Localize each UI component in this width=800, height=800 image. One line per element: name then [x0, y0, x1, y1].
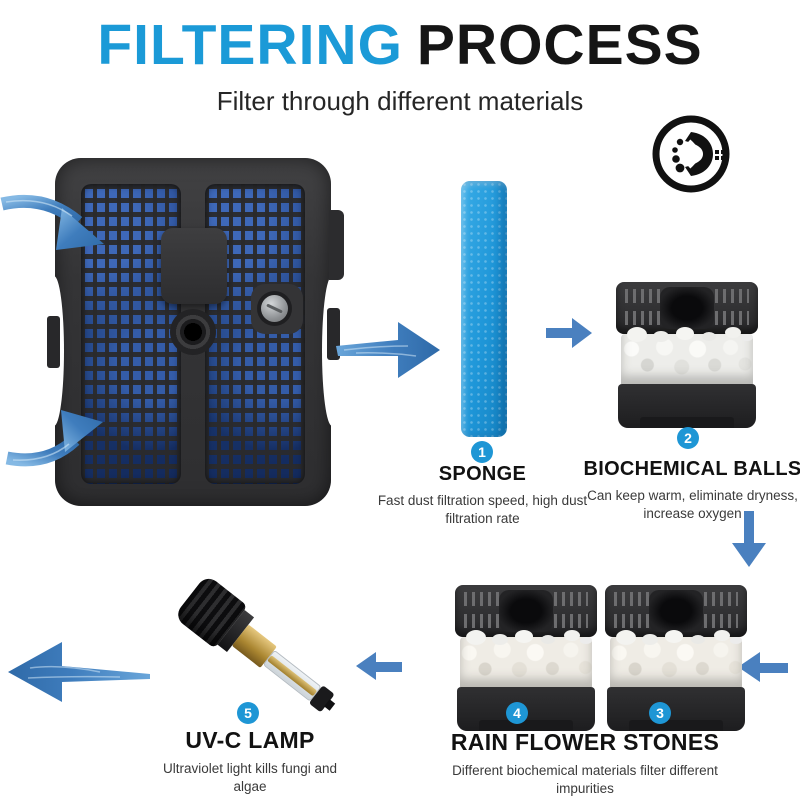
- lid-hinge: [660, 287, 714, 329]
- filter-box-left-clip: [47, 316, 60, 368]
- lid-slots: [546, 614, 588, 628]
- stones-media: [610, 630, 742, 687]
- uvc-label-block: UV-C LAMP Ultraviolet light kills fungi …: [160, 727, 340, 796]
- box-lid: [455, 585, 597, 637]
- sponge-title: SPONGE: [438, 463, 527, 485]
- rain-flower-stones-box-right: [605, 585, 747, 731]
- title-word-process: PROCESS: [416, 13, 703, 77]
- filter-knob-plate: [161, 228, 227, 304]
- step-badge-3: 3: [649, 702, 671, 724]
- sponge-description: Fast dust filtration speed, high dust fi…: [377, 493, 588, 526]
- lid-slots: [614, 614, 656, 628]
- water-arrow-to-sponge-icon: [336, 322, 440, 378]
- page-subtitle: Filter through different materials: [216, 86, 584, 116]
- lid-slots: [464, 614, 506, 628]
- lid-slots: [696, 614, 738, 628]
- stones-title: RAIN FLOWER STONES: [450, 729, 720, 755]
- box-base: [607, 687, 745, 731]
- stones-label-block: RAIN FLOWER STONES Different biochemical…: [440, 729, 730, 798]
- filter-inlet-port: [170, 309, 216, 355]
- uvc-description: Ultraviolet light kills fungi and algae: [162, 761, 338, 794]
- water-arrow-inlet-bottom-icon: [5, 410, 103, 467]
- stones-media: [460, 630, 592, 687]
- filter-box-device: [44, 158, 344, 506]
- biochemical-balls-box: [616, 282, 758, 428]
- filter-box-side-tab: [329, 210, 344, 280]
- lid-slots: [614, 592, 656, 606]
- lid-hinge: [499, 590, 553, 632]
- brand-sound-logo-icon: [652, 115, 730, 193]
- bio-balls-media: [621, 327, 753, 384]
- stones-description: Different biochemical materials filter d…: [452, 763, 718, 796]
- lid-slots: [696, 592, 738, 606]
- box-base: [618, 384, 756, 428]
- water-arrow-inlet-top-icon: [0, 194, 104, 250]
- lamp-glass-tube: [263, 649, 323, 702]
- sponge-media: [461, 181, 507, 437]
- lid-hinge: [649, 590, 703, 632]
- lid-slots: [625, 311, 667, 325]
- biochemical-description: Can keep warm, eliminate dryness, increa…: [587, 488, 798, 521]
- biochemical-label-block: BIOCHEMICAL BALLS Can keep warm, elimina…: [580, 458, 800, 523]
- box-lid: [605, 585, 747, 637]
- step-badge-2: 2: [677, 427, 699, 449]
- lid-slots: [625, 289, 667, 303]
- water-arrow-outlet-icon: [8, 642, 150, 702]
- uvc-lamp: [173, 574, 348, 713]
- filter-screw: [261, 295, 288, 322]
- lid-slots: [707, 289, 749, 303]
- uvc-title: UV-C LAMP: [185, 727, 315, 753]
- flow-arrow-left-into-stones-icon: [738, 652, 788, 682]
- lid-slots: [707, 311, 749, 325]
- lid-slots: [546, 592, 588, 606]
- step-badge-4: 4: [506, 702, 528, 724]
- uvc-lamp-assembly: [173, 574, 344, 724]
- rain-flower-stones-box-left: [455, 585, 597, 731]
- box-lid: [616, 282, 758, 334]
- title-word-filtering: FILTERING: [97, 13, 403, 77]
- step-badge-5: 5: [237, 702, 259, 724]
- sponge-label-block: SPONGE Fast dust filtration speed, high …: [365, 463, 600, 528]
- flow-arrow-right-icon: [546, 318, 592, 348]
- lid-slots: [464, 592, 506, 606]
- biochemical-title: BIOCHEMICAL BALLS: [583, 458, 800, 480]
- flow-arrow-left-to-lamp-icon: [356, 652, 402, 680]
- flow-arrow-down-icon: [732, 511, 766, 567]
- step-badge-1: 1: [471, 441, 493, 463]
